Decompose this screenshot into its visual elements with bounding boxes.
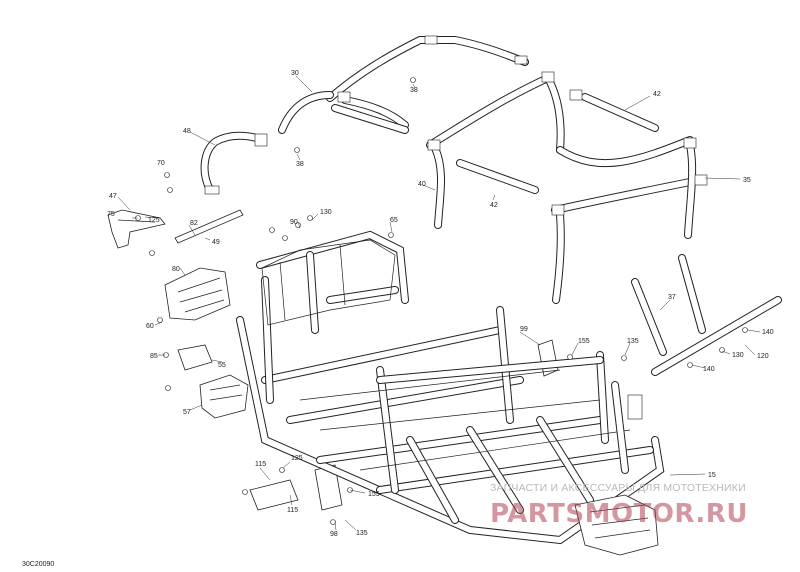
watermark-tagline: ЗАПЧАСТИ И АКСЕССУАРЫ ДЛЯ МОТОТЕХНИКИ <box>490 482 746 494</box>
callout-38-top: 38 <box>410 87 418 94</box>
callout-60: 60 <box>146 323 154 330</box>
callout-155-right: 155 <box>578 338 590 345</box>
callout-38-left: 38 <box>296 161 304 168</box>
callout-155-lower: 155 <box>368 491 380 498</box>
watermark-logo: PARTSMOTOR.RU <box>490 499 748 529</box>
callout-130-right: 130 <box>732 352 744 359</box>
callout-125-left: 125 <box>148 217 160 224</box>
callout-37: 37 <box>668 294 676 301</box>
callout-35: 35 <box>743 177 751 184</box>
callout-115-upper: 115 <box>255 461 266 468</box>
callout-99: 99 <box>520 326 528 333</box>
callout-42-lower: 42 <box>490 202 498 209</box>
side-rail <box>651 296 782 376</box>
callout-98: 98 <box>330 531 338 538</box>
callout-42-upper: 42 <box>653 91 661 98</box>
callout-82: 82 <box>190 220 198 227</box>
callout-85: 85 <box>150 353 158 360</box>
callout-130-top: 130 <box>320 209 332 216</box>
callout-80: 80 <box>172 266 180 273</box>
bracket-47 <box>107 209 166 249</box>
callout-75: 75 <box>107 211 115 218</box>
bar-49 <box>174 209 244 244</box>
callout-65: 65 <box>390 217 398 224</box>
callout-49: 49 <box>212 239 220 246</box>
drawing-reference-code: 30C20090 <box>22 561 54 568</box>
callout-57: 57 <box>183 409 191 416</box>
callout-115-lower: 115 <box>287 507 298 514</box>
callout-48: 48 <box>183 128 191 135</box>
bracket-55 <box>177 344 213 371</box>
callout-140-lower: 140 <box>703 366 715 373</box>
callout-135-right: 135 <box>627 338 639 345</box>
callout-140-right: 140 <box>762 329 774 336</box>
callout-labels: 30 38 38 42 42 35 40 48 70 47 75 125 82 … <box>107 70 774 538</box>
callout-15: 15 <box>708 472 716 479</box>
main-frame <box>236 230 665 556</box>
callout-120: 120 <box>757 353 769 360</box>
callout-70: 70 <box>157 160 165 167</box>
callout-90: 90 <box>290 219 298 226</box>
grab-handle <box>200 131 268 195</box>
roll-cage <box>278 35 708 304</box>
callout-40: 40 <box>418 181 426 188</box>
lower-brackets <box>249 464 343 511</box>
mount-57 <box>199 374 249 419</box>
callout-55: 55 <box>218 362 226 369</box>
mount-80 <box>164 267 231 321</box>
rear-brace-tubes <box>631 254 706 356</box>
callout-30: 30 <box>291 70 299 77</box>
leader-lines <box>117 75 761 531</box>
callout-125-lower: 125 <box>291 455 303 462</box>
callout-47: 47 <box>109 193 117 200</box>
callout-135-lower: 135 <box>356 530 368 537</box>
